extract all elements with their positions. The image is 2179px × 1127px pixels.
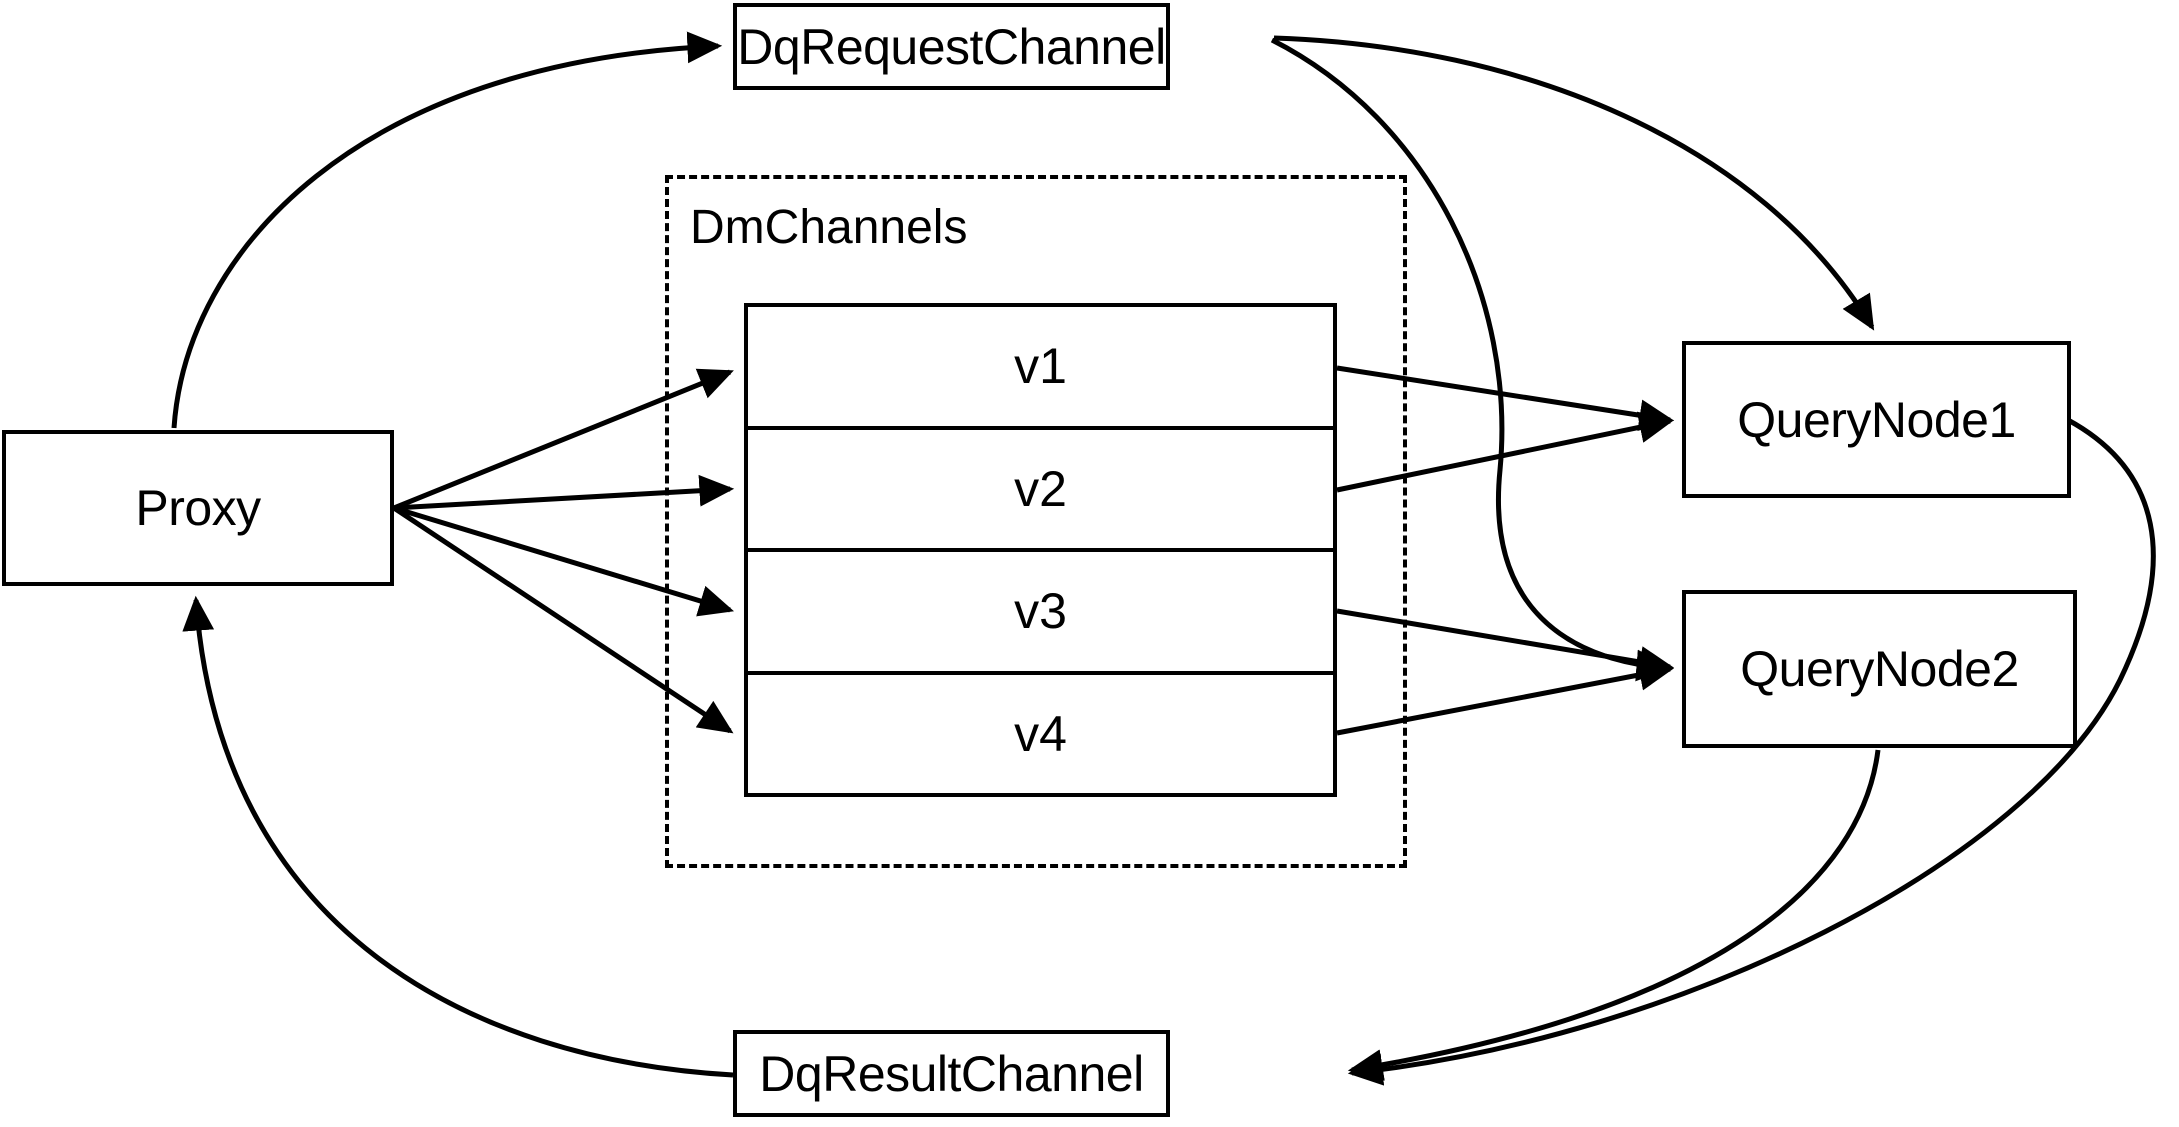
edge-v3-to-querynode2 [1336,608,1675,678]
dmchannels-group [665,175,1407,868]
edge-v2-to-querynode1 [1336,411,1675,493]
edge-v1-to-querynode1 [1336,365,1675,431]
edge-proxy-to-dqrequestchannel [171,31,723,429]
edge-querynode1-to-dqresultchannel [1347,417,2156,1086]
node-query-node-2-label: QueryNode2 [1740,641,2019,697]
dmchannels-group-title: DmChannels [690,201,968,254]
edge-proxy-to-v4 [392,505,734,734]
node-proxy-label: Proxy [135,480,261,536]
vchannel-row-v4[interactable]: v4 [748,675,1333,794]
node-proxy[interactable]: Proxy [2,430,394,586]
node-query-node-1-label: QueryNode1 [1737,391,2016,448]
edge-proxy-to-v2 [393,474,735,511]
node-dq-request-channel-label: DqRequestChannel [737,18,1166,75]
vchannel-row-v1[interactable]: v1 [748,307,1333,430]
vchannel-label-v2: v2 [1014,460,1067,517]
edge-proxy-to-v1 [393,368,734,511]
vchannel-label-v4: v4 [1014,705,1067,762]
vchannel-row-v3[interactable]: v3 [748,552,1333,675]
edge-v4-to-querynode2 [1336,659,1675,736]
edge-dqresultchannel-to-proxy [182,595,734,1078]
dmchannels-vchannel-stack: v1 v2 v3 v4 [744,303,1337,797]
edge-querynode2-to-dqresultchannel [1347,749,1881,1081]
edge-dqrequestchannel-to-querynode1 [1273,35,1875,331]
node-query-node-1[interactable]: QueryNode1 [1682,341,2071,498]
node-dq-request-channel[interactable]: DqRequestChannel [733,3,1170,90]
edge-dqrequestchannel-to-querynode2 [1270,37,1672,682]
node-dq-result-channel-label: DqResultChannel [759,1045,1144,1102]
node-dq-result-channel[interactable]: DqResultChannel [733,1030,1170,1117]
node-query-node-2[interactable]: QueryNode2 [1682,590,2077,748]
vchannel-row-v2[interactable]: v2 [748,430,1333,552]
edge-proxy-to-v3 [393,505,735,617]
vchannel-label-v1: v1 [1014,338,1067,395]
vchannel-label-v3: v3 [1014,583,1067,640]
